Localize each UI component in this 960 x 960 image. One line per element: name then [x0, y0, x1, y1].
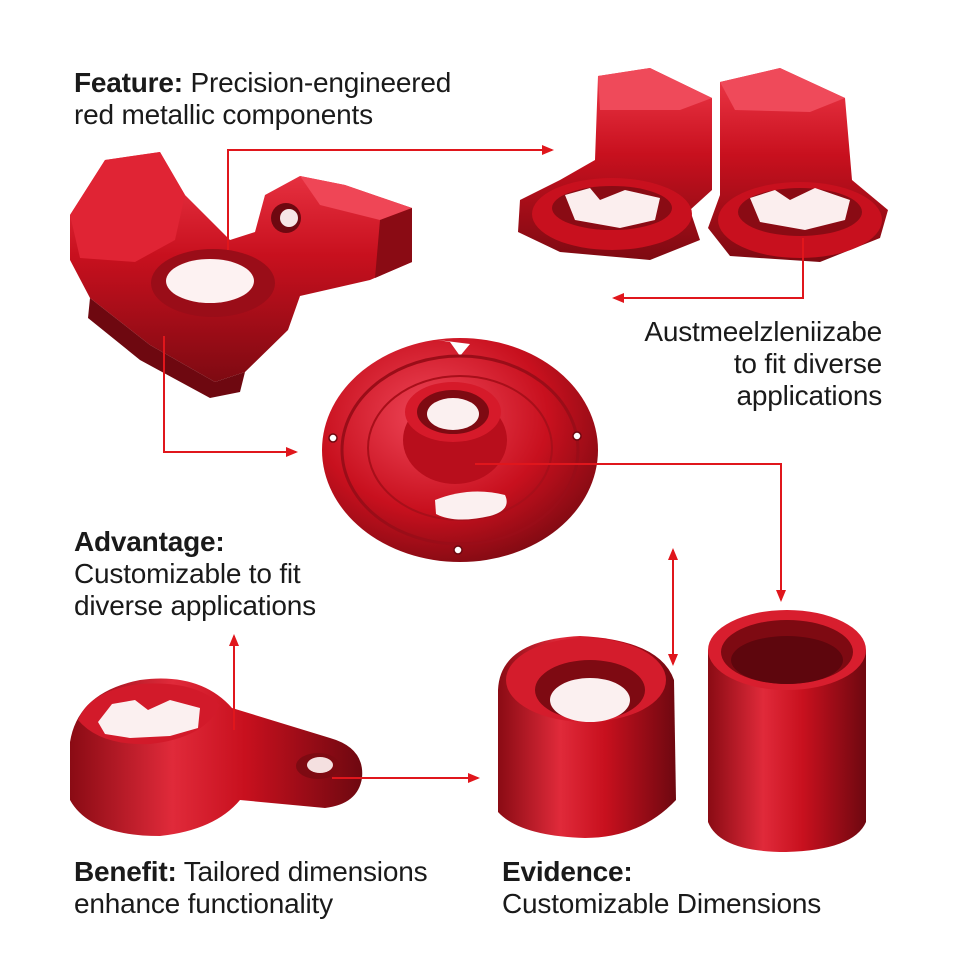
benefit-heading: Benefit:	[74, 856, 177, 887]
arrow-feature-to-clamps	[227, 145, 554, 250]
tapered-bushing-part	[498, 636, 676, 838]
arrows	[163, 145, 804, 783]
feature-heading: Feature:	[74, 67, 183, 98]
side-line3: applications	[736, 380, 883, 411]
advantage-heading: Advantage:	[74, 526, 225, 557]
side-line1: Austmeelzleniizabe	[644, 316, 882, 347]
feature-line1: Precision-engineered	[190, 67, 452, 98]
twin-clamp-part	[518, 68, 888, 262]
evidence-label: Evidence: Customizable Dimensions	[502, 856, 821, 920]
side-label: Austmeelzleniizabe to fit diverse applic…	[644, 316, 882, 412]
feature-line2: red metallic components	[74, 99, 373, 130]
arrow-clamps-back	[612, 238, 804, 303]
evidence-line1: Customizable Dimensions	[502, 888, 822, 919]
evidence-heading: Evidence:	[502, 856, 633, 887]
flange-disc-part	[322, 338, 598, 562]
arrow-bracket-to-disc	[163, 336, 298, 457]
feature-label: Feature: Precision-engineered red metall…	[74, 67, 451, 131]
cylinder-sleeve-part	[708, 610, 866, 852]
bracket-block-part	[70, 152, 412, 398]
benefit-line1: Tailored dimensions	[183, 856, 428, 887]
advantage-line2: diverse applications	[74, 590, 316, 621]
side-line2: to fit diverse	[733, 348, 882, 379]
wrench-lever-part	[70, 678, 363, 836]
benefit-label: Benefit: Tailored dimensions enhance fun…	[74, 856, 428, 920]
advantage-label: Advantage: Customizable to fit diverse a…	[74, 526, 316, 622]
arrow-disc-to-sleeve	[475, 463, 786, 602]
benefit-line2: enhance functionality	[74, 888, 333, 919]
advantage-line1: Customizable to fit	[74, 558, 301, 589]
